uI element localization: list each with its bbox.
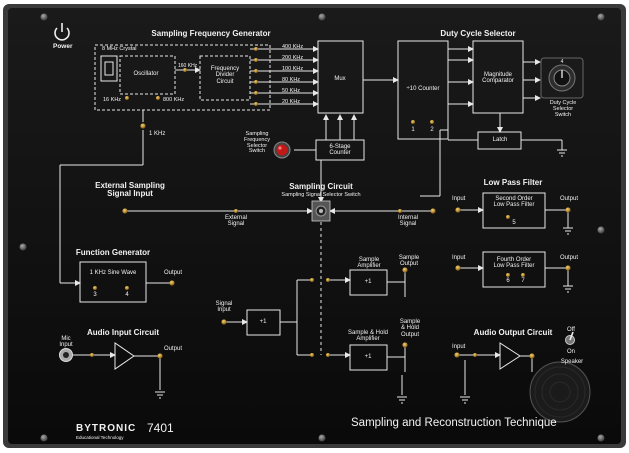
audio-input-amp [114, 342, 135, 370]
test-sockets[interactable] [90, 47, 571, 359]
duty-cycle-rotary-switch[interactable] [540, 57, 584, 99]
power-label: Power [53, 43, 73, 50]
crystal-inner [104, 61, 114, 76]
tp1-label: 1 [411, 127, 415, 133]
sfs-switch-label: Sampling Frequency Selector Switch [244, 131, 270, 155]
freq-80: 80 KHz [282, 77, 301, 83]
counter10-label: ÷10 Counter [406, 86, 440, 92]
sampling-frequency-button[interactable] [273, 141, 291, 159]
duty-cycle-title: Duty Cycle Selector [440, 29, 516, 38]
function-generator-title: Function Generator [75, 248, 151, 257]
front-panel [8, 8, 621, 444]
sine-wave-label: 1 KHz Sine Wave [89, 270, 137, 276]
duty-switch-label: Duty Cycle Selector Switch [549, 100, 577, 118]
buffer-label: +1 [259, 319, 267, 325]
freq-400: 400 KHz [282, 44, 304, 50]
sample-output-label: Sample Output [398, 255, 420, 268]
speaker-grille [529, 361, 591, 423]
latch-label: Latch [492, 137, 508, 143]
off-label: Off [567, 327, 575, 333]
oscillator-box [119, 55, 176, 95]
six-stage-label: 6-Stage Counter [329, 144, 351, 157]
magnitude-comp-label: Magnitude Comparator [482, 72, 514, 85]
audio-out-input-label: Input [452, 344, 466, 350]
brand-name: BYTRONIC [76, 423, 137, 434]
k16-label: 16 KHz [103, 97, 122, 103]
second-order-label: Second Order Low Pass Filter [493, 196, 535, 209]
fg-output-label: Output [164, 270, 183, 276]
audio-output-amp [499, 342, 521, 370]
speaker-label: Speaker [560, 359, 584, 365]
sampling-circuit-title: Sampling Circuit [289, 182, 353, 191]
function-generator-box [79, 261, 147, 303]
internal-signal-label: Internal Signal [397, 215, 419, 228]
freq-200: 200 KHz [282, 55, 304, 61]
sh-amp-label: Sample & Hold Amplifier [347, 330, 389, 343]
mic-jack[interactable] [59, 348, 73, 362]
mux-box [317, 40, 364, 114]
footer-title: Sampling and Reconstruction Technique [351, 417, 557, 429]
audio-toggle-switch[interactable] [565, 331, 575, 345]
sampling-switch-label: Sampling Signal Selector Switch [281, 192, 361, 198]
mux-label: Mux [334, 76, 346, 82]
crystal-label: 8 MHz Crystal [102, 46, 137, 52]
tp2-label: 2 [430, 127, 434, 133]
low-pass-title: Low Pass Filter [483, 178, 543, 187]
tp5-label: 5 [512, 220, 516, 226]
ground-symbols [155, 149, 573, 404]
freq-20: 20 KHz [282, 99, 301, 105]
fourth-order-label: Fourth Order Low Pass Filter [493, 257, 535, 270]
mic-input-label: Mic Input [59, 336, 73, 349]
freq-50: 50 KHz [282, 88, 301, 94]
tp6-label: 6 [506, 278, 510, 284]
sampling-selector-switch[interactable] [311, 200, 331, 222]
lpf4-output-label: Output [560, 255, 579, 261]
k160-label: 160 KHz [178, 63, 198, 69]
sample-amp-label: Sample Amplifier [357, 257, 381, 270]
counter10-box [397, 40, 449, 140]
sfg-outer-box [94, 44, 271, 111]
k1-label: 1 KHz [149, 131, 166, 137]
lpf2-input-label: Input [452, 196, 466, 202]
audio-input-title: Audio Input Circuit [87, 328, 159, 337]
tp3-label: 3 [93, 292, 97, 298]
crystal-symbol [100, 55, 118, 82]
freq-100: 100 KHz [282, 66, 304, 72]
power-icon[interactable] [54, 23, 70, 41]
lpf4-input-label: Input [452, 255, 466, 261]
panel-screws [19, 13, 605, 442]
brand-sub: Educational Technology [76, 435, 124, 440]
tp7-label: 7 [521, 278, 525, 284]
oscillator-label: Oscillator [133, 71, 159, 77]
divider-label: Frequency Divider Circuit [210, 66, 240, 85]
external-sampling-title: External Sampling Signal Input [95, 181, 165, 199]
audio-in-output-label: Output [164, 346, 183, 352]
divider-box [199, 55, 251, 101]
sh-amp-gain: +1 [364, 354, 372, 360]
magnitude-comparator-box [472, 40, 524, 114]
freq-lines [250, 46, 319, 107]
sfg-title: Sampling Frequency Generator [151, 29, 271, 38]
on-label: On [566, 349, 576, 355]
lpf2-output-label: Output [560, 196, 579, 202]
external-signal-label: External Signal [224, 215, 248, 228]
tp4-label: 4 [125, 292, 129, 298]
audio-output-title: Audio Output Circuit [473, 328, 553, 337]
model-number: 7401 [147, 421, 174, 435]
sample-amp-gain: +1 [364, 279, 372, 285]
sh-output-label: Sample & Hold Output [399, 319, 421, 338]
signal-input-label: Signal Input [215, 301, 233, 314]
k800-label: 800 KHz [163, 97, 185, 103]
dial-mark: 4 [560, 59, 564, 65]
